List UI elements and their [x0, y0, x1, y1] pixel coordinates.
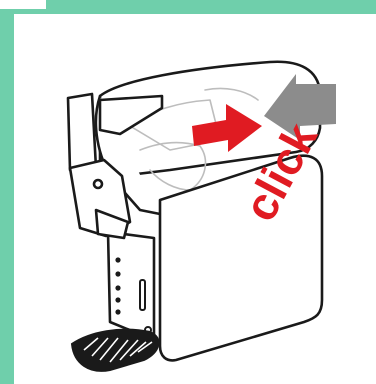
lever-knob	[94, 180, 102, 188]
machine-front-panel	[108, 232, 154, 340]
drip-tray	[72, 330, 159, 371]
